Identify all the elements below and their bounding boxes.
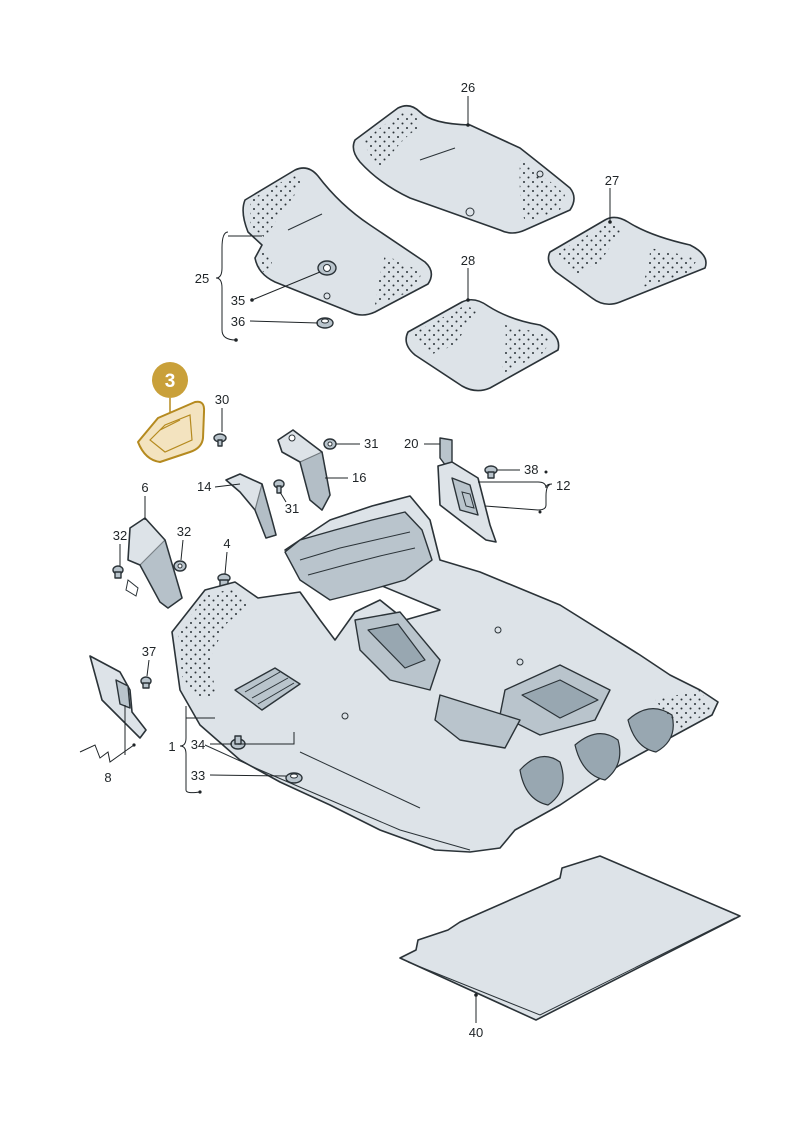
clip-38[interactable] [484,465,498,479]
label-31-lower: 31 [285,501,299,516]
leader-lines [79,96,612,1023]
clip-32-left[interactable] [112,565,124,579]
clip-32-right[interactable] [173,560,187,572]
label-27: 27 [605,173,619,188]
label-26: 26 [461,80,475,95]
label-28: 28 [461,253,475,268]
label-32-right: 32 [177,524,191,539]
label-32-left: 32 [113,528,127,543]
label-40: 40 [469,1025,483,1040]
clip-37[interactable] [140,676,152,689]
floor-mat-25[interactable] [242,167,433,316]
floor-mat-28[interactable] [405,298,560,392]
label-1: 1 [168,739,175,754]
clip-33[interactable] [285,772,303,784]
bracket-16[interactable] [277,429,331,511]
label-14: 14 [197,479,211,494]
label-36: 36 [231,314,245,329]
label-16: 16 [352,470,366,485]
highlighted-part-3[interactable]: 3 [137,362,206,463]
trim-panel-6[interactable] [125,517,183,609]
highlight-badge-label: 3 [165,371,176,392]
label-33: 33 [191,768,205,783]
highlight-badge [152,362,188,398]
label-35: 35 [231,293,245,308]
label-31-top: 31 [364,436,378,451]
trim-panel-12[interactable] [437,461,497,543]
label-4: 4 [223,536,230,551]
label-30: 30 [215,392,229,407]
label-37: 37 [142,644,156,659]
bracket-14[interactable] [225,473,277,539]
label-8: 8 [104,770,111,785]
label-38: 38 [524,462,538,477]
luggage-compartment-mat-40[interactable] [399,855,741,1021]
part-labels: 26 27 28 25 35 36 30 31 16 20 38 12 14 3… [104,80,619,1040]
label-12: 12 [556,478,570,493]
main-floor-carpet-1[interactable] [171,495,719,853]
clip-36[interactable] [316,317,334,329]
label-20: 20 [404,436,418,451]
trim-panel-8[interactable] [89,655,147,739]
label-34: 34 [191,737,205,752]
floor-mat-27[interactable] [547,216,707,306]
floor-mat-26[interactable] [352,104,575,234]
screw-30[interactable] [213,433,227,447]
nut-31-lower[interactable] [273,479,285,494]
label-25: 25 [195,271,209,286]
label-6: 6 [141,480,148,495]
nut-31-top[interactable] [323,438,337,450]
